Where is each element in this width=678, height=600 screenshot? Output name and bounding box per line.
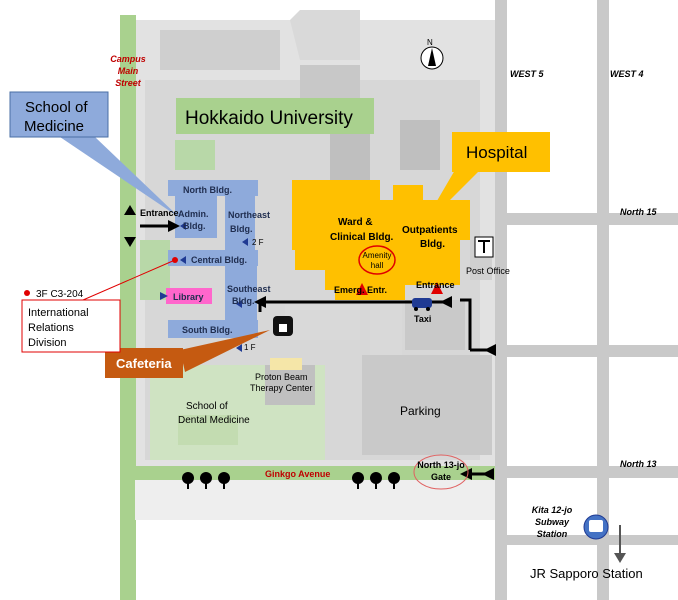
subway-icon (583, 514, 609, 540)
campus-title-box (176, 98, 374, 134)
international-label-2: Relations (28, 322, 74, 334)
northeast-bldg-label-2: Bldg. (230, 224, 253, 234)
taxi-label: Taxi (414, 314, 431, 324)
parking-lot (362, 355, 492, 455)
central-bldg-label: Central Bldg. (191, 255, 247, 265)
emerg-entrance-label: Emerg. Entr. (334, 285, 387, 295)
admin-bldg-label-1: Admin. (178, 209, 209, 219)
gate-highlight (413, 454, 469, 490)
west4-label: WEST 4 (610, 69, 644, 79)
proton-label-1: Proton Beam (255, 372, 308, 382)
medicine-label-1: School of (25, 99, 88, 116)
southeast-bldg-label-2: Bldg. (232, 296, 255, 306)
subway-label-3: Station (537, 529, 568, 539)
hospital-buildings (292, 180, 470, 300)
hospital-callout-pointer (420, 170, 480, 230)
amenity-label-2: hall (371, 261, 384, 270)
library-label: Library (173, 292, 204, 302)
international-callout (21, 299, 121, 353)
southeast-bldg-label-1: Southeast (227, 284, 271, 294)
gate-label-1: North 13-jo (417, 460, 465, 470)
compass-north-label: N (427, 38, 433, 47)
dental-label-1: School of (186, 401, 228, 412)
parking-label: Parking (400, 404, 441, 418)
medicine-buildings (166, 180, 258, 338)
post-office-label: Post Office (466, 266, 510, 276)
hospital-entrance-label: Entrance (416, 280, 455, 290)
amenity-highlight (358, 245, 396, 275)
ward-label-1: Ward & (338, 217, 373, 228)
west5-label: WEST 5 (510, 69, 544, 79)
international-label-3: Division (28, 337, 67, 349)
floor2-label: 2 F (252, 238, 264, 247)
medicine-callout-pointer (60, 137, 180, 218)
compass-icon (420, 46, 444, 70)
ginkgo-label: Ginkgo Avenue (265, 469, 330, 479)
hospital-label: Hospital (466, 143, 527, 162)
northeast-bldg-label-1: Northeast (228, 210, 270, 220)
amenity-label-1: Amenity (363, 251, 392, 260)
cafeteria-icon (273, 316, 293, 336)
subway-label-1: Kita 12-jo (532, 505, 573, 515)
entrance-markers (160, 222, 248, 352)
campus-main-label-3: Street (115, 78, 142, 88)
ward-label-2: Clinical Bldg. (330, 232, 394, 243)
subway-label-2: Subway (535, 517, 570, 527)
international-label-1: International (28, 307, 89, 319)
room-label: 3F C3-204 (36, 289, 84, 300)
campus-title: Hokkaido University (185, 108, 353, 129)
cafeteria-callout (105, 348, 183, 378)
taxi-icon (412, 298, 432, 311)
jr-station-label: JR Sapporo Station (530, 566, 643, 581)
south-bldg-label: South Bldg. (182, 325, 233, 335)
hospital-callout (452, 132, 550, 172)
dental-label-2: Dental Medicine (178, 415, 250, 426)
outpatients-label-2: Bldg. (420, 239, 445, 250)
proton-label-2: Therapy Center (250, 383, 313, 393)
cafeteria-callout-pointer (180, 330, 270, 372)
gate-label-2: Gate (431, 472, 451, 482)
campus-main-label-1: Campus (110, 54, 146, 64)
north-bldg-label: North Bldg. (183, 185, 232, 195)
post-office-icon (474, 236, 494, 258)
route-arrowheads (124, 205, 496, 480)
hospital-entry-markers (356, 282, 443, 295)
campus-entrance-label: Entrance (140, 208, 179, 218)
cafeteria-label: Cafeteria (116, 356, 172, 371)
north15-label: North 15 (620, 207, 658, 217)
outpatients-label-1: Outpatients (402, 225, 458, 236)
floor1-label: 1 F (244, 343, 256, 352)
north13-label: North 13 (620, 459, 657, 469)
room-dot (24, 290, 30, 296)
medicine-label-2: Medicine (24, 118, 84, 135)
campus-main-label-2: Main (118, 66, 139, 76)
medicine-callout (9, 91, 109, 138)
admin-bldg-label-2: Bldg. (183, 221, 206, 231)
tree-icon (182, 472, 400, 489)
